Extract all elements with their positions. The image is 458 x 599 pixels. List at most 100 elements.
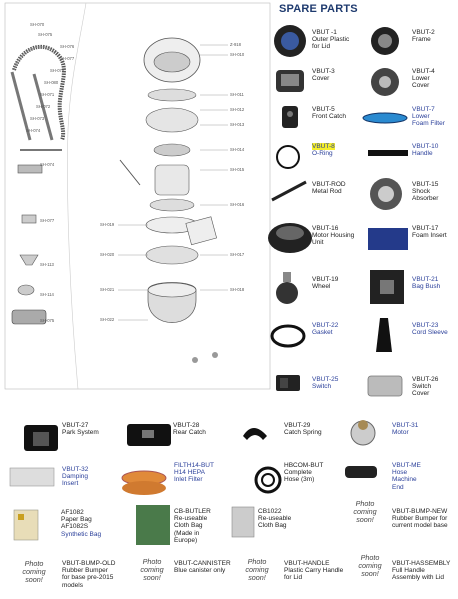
part-code: CB-BUTLER xyxy=(174,508,211,515)
cloth-bag-icon-1 xyxy=(136,505,170,545)
part-desc: Park System xyxy=(62,429,99,437)
part-desc: Cloth Bag xyxy=(174,522,203,530)
part-desc: Insert xyxy=(62,480,79,488)
part-code: VBUT-32 xyxy=(62,466,89,473)
part-desc: Cover xyxy=(412,390,430,398)
part-code: VBUT-29 xyxy=(284,422,311,429)
diagram-callout: SH-075 xyxy=(38,32,53,37)
part-desc: Rubber Bumper xyxy=(62,567,108,575)
diagram-callout: SH-022 xyxy=(100,317,115,322)
part-desc: Blue canister only xyxy=(174,567,226,575)
motor-housing-icon xyxy=(268,223,312,253)
part-desc: Europe) xyxy=(174,536,198,544)
part-code: VBUT -1 xyxy=(312,29,337,36)
diagram-callout: SH-071 xyxy=(40,92,55,97)
diagram-callout: SH-016 xyxy=(230,202,245,207)
part-desc: Complete xyxy=(284,469,312,477)
gasket-icon xyxy=(270,324,306,348)
part-desc: Bag Bush xyxy=(412,283,441,291)
part-code: VBUT-19 xyxy=(312,276,339,283)
diagram-callout: SH-080 xyxy=(44,80,59,85)
photo-text: soon! xyxy=(361,569,379,578)
part-desc: Foam Filter xyxy=(412,120,445,128)
diagram-callout: Z-918 xyxy=(230,42,241,47)
part-desc: Frame xyxy=(412,36,431,44)
part-code: HBCOM-BUT xyxy=(284,462,324,469)
photo-text: coming xyxy=(140,565,164,574)
part-code: VBUT-5 xyxy=(312,106,335,113)
part-desc: Rear Catch xyxy=(173,429,206,437)
part-code: VBUT-28 xyxy=(173,422,200,429)
diagram-callout: SH-018 xyxy=(230,287,245,292)
part-desc: AF1082S xyxy=(61,523,89,531)
diagram-callout: SH-011 xyxy=(230,92,244,97)
part-code: VBUT-23 xyxy=(412,322,439,329)
part-desc: Metal Rod xyxy=(312,188,342,196)
diagram-callout: SH-074 xyxy=(26,128,41,133)
park-system-icon xyxy=(24,425,58,451)
wheel-icon xyxy=(276,272,298,304)
part-desc: H14 HEPA xyxy=(174,469,205,477)
diagram-callout: SH-077 xyxy=(60,56,75,61)
part-desc: Switch xyxy=(312,383,332,391)
part-desc: Lower xyxy=(412,75,430,83)
diagram-callout: SH-010 xyxy=(230,52,245,57)
photo-text: soon! xyxy=(248,573,266,582)
diagram-callout: SH-114 xyxy=(40,292,54,297)
part-desc: Shock xyxy=(412,188,431,196)
diagram-callout: SH-076 xyxy=(60,44,75,49)
cover-icon xyxy=(276,70,304,92)
part-desc: Motor Housing xyxy=(312,232,355,240)
part-desc: for Lid xyxy=(312,43,331,51)
part-desc: End xyxy=(392,483,404,491)
shock-absorber-icon xyxy=(370,178,402,210)
hose-machine-end-icon xyxy=(345,466,377,478)
switch-icon xyxy=(276,375,300,391)
photo-text: soon! xyxy=(25,575,43,584)
front-catch-icon xyxy=(282,106,298,128)
diagram-callout: SH-077 xyxy=(40,218,55,223)
rear-catch-icon xyxy=(127,424,171,446)
part-code: VBUT-17 xyxy=(412,225,439,232)
part-code: VBUT-ROD xyxy=(312,181,346,188)
photo-text: Photo xyxy=(247,557,267,566)
part-code: VBUT-8 xyxy=(312,143,335,151)
paper-bag-icon xyxy=(13,509,39,541)
diagram-callout: SH-020 xyxy=(100,252,115,257)
part-code: VBUT-3 xyxy=(312,68,335,75)
part-code: VBUT-HASSEMBLY xyxy=(392,560,451,567)
metal-rod-icon xyxy=(271,180,307,202)
diagram-callout: SH-072 xyxy=(36,104,51,109)
part-desc: Wheel xyxy=(312,283,331,291)
damping-insert-icon xyxy=(9,467,55,487)
diagram-callout: SH-070 xyxy=(30,22,45,27)
photo-text: coming xyxy=(358,561,382,570)
part-code: VBUT-BUMP-NEW xyxy=(392,508,448,515)
spare-parts-title: SPARE PARTS xyxy=(279,3,358,15)
part-desc: Plastic Carry Handle xyxy=(284,567,344,575)
diagram-callout: SH-074 xyxy=(40,162,55,167)
part-desc: Re-useable xyxy=(174,515,208,523)
part-code: VBUT-15 xyxy=(412,181,439,188)
part-desc: Foam Insert xyxy=(412,232,447,240)
part-desc: Front Catch xyxy=(312,113,346,121)
